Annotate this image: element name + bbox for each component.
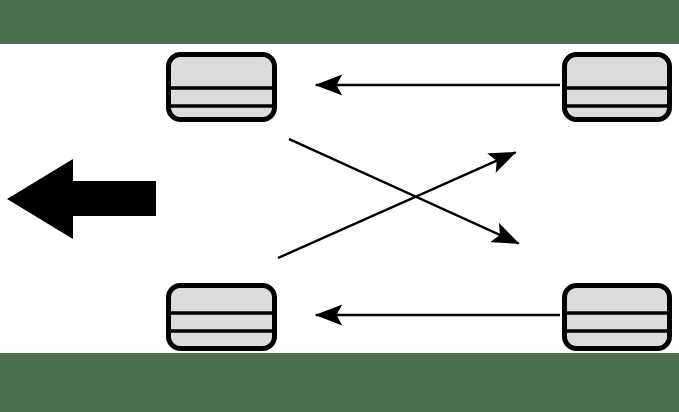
node-top-left[interactable] [166, 52, 277, 122]
node-bottom-right[interactable] [562, 283, 672, 351]
node-bottom-right-body[interactable] [562, 283, 672, 351]
bold-left-arrow [7, 159, 156, 239]
node-top-right[interactable] [562, 52, 672, 122]
connector-top-left-to-bottom-right[interactable] [288, 137, 520, 245]
node-bottom-left-body[interactable] [166, 283, 277, 351]
connectors-group [277, 74, 560, 326]
bold-left-arrow-shape [7, 159, 156, 239]
connector-bottom-left-to-top-right[interactable] [277, 151, 517, 260]
node-bottom-left[interactable] [166, 283, 277, 351]
